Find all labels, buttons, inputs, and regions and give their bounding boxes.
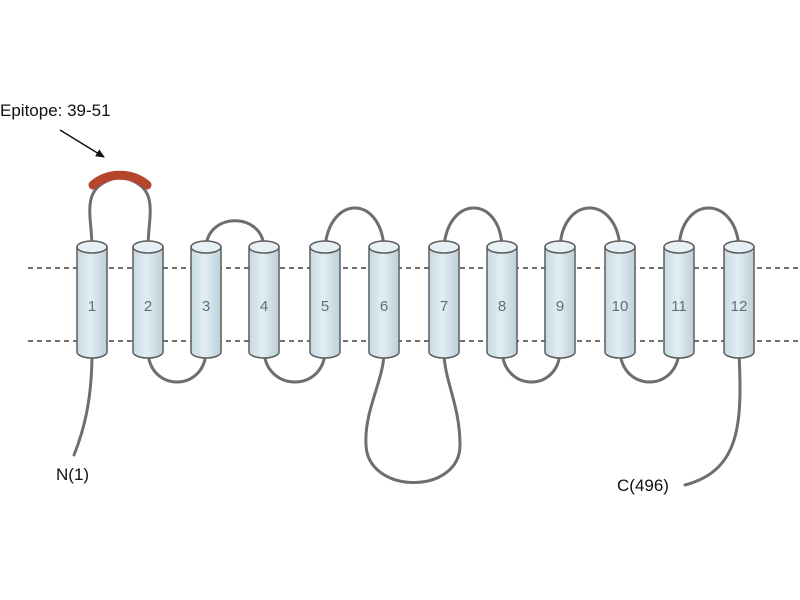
tm-helix-9: 9: [544, 240, 576, 359]
tm-helix-body: [663, 246, 695, 359]
epitope-arrow: [59, 129, 105, 158]
n-terminus-label: N(1): [56, 465, 89, 484]
tm-helix-body: [76, 246, 108, 359]
tm-helix-body: [486, 246, 518, 359]
tm-helix-6: 6: [368, 240, 400, 359]
tm-helix-cap: [723, 240, 755, 254]
loop-8-9: [500, 350, 562, 384]
tm-helix-number: 1: [88, 298, 96, 315]
tm-helix-7: 7: [428, 240, 460, 359]
tm-helix-body: [604, 246, 636, 359]
tm-helix-number: 8: [498, 298, 506, 315]
tm-helix-number: 4: [260, 298, 268, 315]
tm-helix-11: 11: [663, 240, 695, 359]
tm-helix-number: 3: [202, 298, 210, 315]
loop-2-3: [146, 350, 208, 384]
tm-helix-12: 12: [723, 240, 755, 359]
loop-3-4: [204, 219, 266, 249]
tm-helix-8: 8: [486, 240, 518, 359]
tm-helix-number: 7: [440, 298, 448, 315]
tm-helix-5: 5: [309, 240, 341, 359]
c-terminus-label: C(496): [617, 476, 669, 495]
loop-10-11: [618, 350, 681, 384]
loop-9-10: [558, 206, 622, 249]
loop-6-7: [364, 350, 462, 484]
tm-helix-2: 2: [132, 240, 164, 359]
tm-helix-body: [190, 246, 222, 359]
tm-helix-cap: [663, 240, 695, 254]
tm-helix-number: 11: [671, 298, 687, 315]
loop-4-5: [262, 350, 327, 384]
loop-7-8: [442, 206, 504, 249]
tm-helix-number: 6: [380, 298, 388, 315]
loop-11-12: [677, 206, 741, 249]
tm-helix-10: 10: [604, 240, 636, 359]
tm-helix-cap: [248, 240, 280, 254]
tm-helix-cap: [368, 240, 400, 254]
tm-helix-body: [248, 246, 280, 359]
tm-helix-body: [544, 246, 576, 359]
epitope-label: Epitope: 39-51: [0, 101, 111, 120]
tm-helix-number: 9: [556, 298, 564, 315]
tm-helix-3: 3: [190, 240, 222, 359]
tm-helix-cap: [486, 240, 518, 254]
tm-helix-cap: [132, 240, 164, 254]
tm-helix-number: 5: [321, 298, 329, 315]
loop-5-6: [323, 206, 386, 249]
loop-1-2: [88, 175, 152, 249]
tm-helix-body: [368, 246, 400, 359]
tm-helix-number: 10: [612, 298, 629, 315]
tm-helix-cap: [604, 240, 636, 254]
tm-helix-number: 2: [144, 298, 152, 315]
tm-helix-cap: [428, 240, 460, 254]
tm-helix-cap: [544, 240, 576, 254]
tm-helix-body: [309, 246, 341, 359]
tm-helix-number: 12: [731, 298, 748, 315]
tm-helix-body: [428, 246, 460, 359]
tm-helix-cap: [76, 240, 108, 254]
tm-helix-body: [132, 246, 164, 359]
n-terminal-tail: [72, 350, 94, 457]
tm-helix-body: [723, 246, 755, 359]
c-terminal-tail: [683, 350, 742, 487]
tm-helix-4: 4: [248, 240, 280, 359]
tm-helix-cap: [190, 240, 222, 254]
tm-helix-1: 1: [76, 240, 108, 359]
epitope-segment: [88, 170, 152, 190]
tm-helix-cap: [309, 240, 341, 254]
